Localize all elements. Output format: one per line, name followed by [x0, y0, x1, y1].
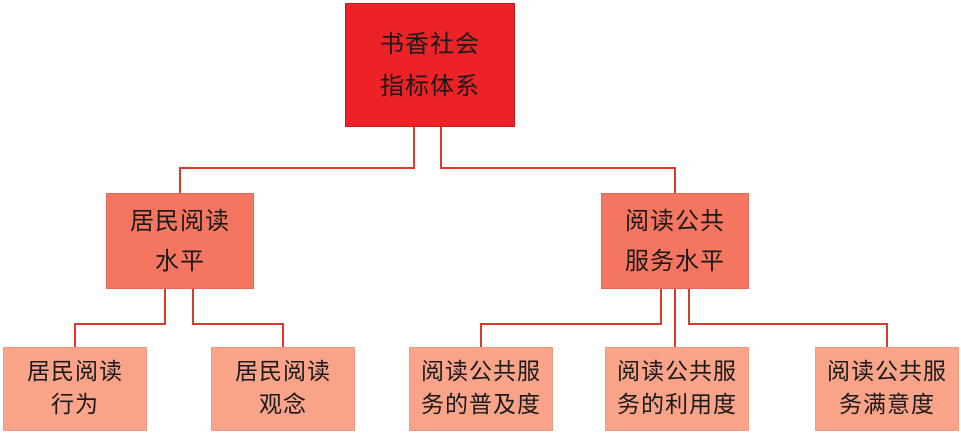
branch-node-resident-reading: 居民阅读 水平	[106, 193, 254, 289]
leaf-node-line2: 务满意度	[839, 392, 935, 418]
leaf-node-line2: 行为	[51, 392, 99, 418]
leaf-node-line2: 务的利用度	[617, 392, 737, 418]
connector-left-leaf2	[192, 289, 284, 347]
leaf-node-line1: 居民阅读	[235, 359, 331, 385]
connector-root-left	[179, 127, 415, 193]
connector-left-leaf1	[74, 289, 166, 347]
branch-node-line2: 服务水平	[625, 247, 725, 275]
leaf-node-reading-behavior: 居民阅读 行为	[3, 347, 147, 431]
leaf-node-line2: 观念	[259, 392, 307, 418]
leaf-node-line1: 居民阅读	[27, 359, 123, 385]
leaf-node-line1: 阅读公共服	[421, 359, 541, 385]
connector-right-leaf3	[480, 289, 662, 347]
root-node-line2: 指标体系	[380, 72, 480, 100]
leaf-node-reading-attitude: 居民阅读 观念	[211, 347, 355, 431]
branch-node-line1: 居民阅读	[130, 207, 230, 235]
leaf-node-service-satisfaction: 阅读公共服 务满意度	[815, 347, 959, 431]
root-node-line1: 书香社会	[380, 30, 480, 58]
leaf-node-line1: 阅读公共服	[617, 359, 737, 385]
leaf-node-service-coverage: 阅读公共服 务的普及度	[409, 347, 553, 431]
branch-node-line2: 水平	[155, 247, 205, 275]
branch-node-public-service: 阅读公共 服务水平	[601, 193, 749, 289]
branch-node-line1: 阅读公共	[625, 207, 725, 235]
leaf-node-line1: 阅读公共服	[827, 359, 947, 385]
root-node: 书香社会 指标体系	[345, 3, 515, 127]
connector-right-leaf5	[688, 289, 888, 347]
leaf-node-service-utilization: 阅读公共服 务的利用度	[605, 347, 749, 431]
connector-root-right	[440, 127, 676, 193]
leaf-node-line2: 务的普及度	[421, 392, 541, 418]
